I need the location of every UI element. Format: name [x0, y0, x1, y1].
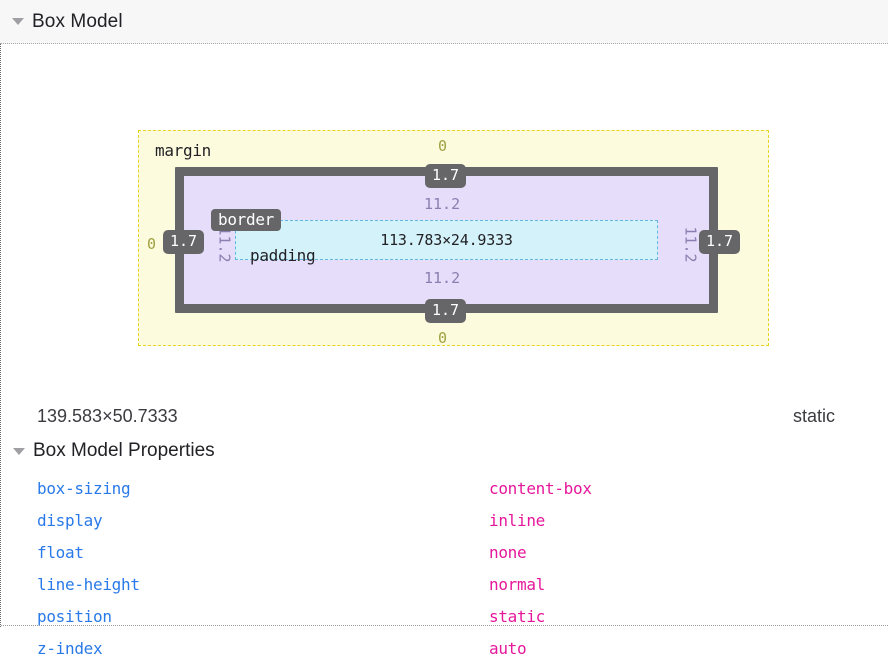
box-model-properties-title: Box Model Properties	[33, 440, 215, 461]
margin-bottom-value[interactable]: 0	[438, 329, 448, 347]
property-value[interactable]: content-box	[489, 478, 592, 498]
table-row[interactable]: position static	[1, 600, 888, 632]
border-right-value[interactable]: 1.7	[699, 230, 741, 254]
box-model-diagram: margin border padding 113.783×24.9333 0 …	[1, 44, 888, 354]
margin-region-label: margin	[155, 141, 211, 160]
element-position-label: static	[792, 405, 835, 426]
margin-left-value[interactable]: 0	[147, 235, 157, 253]
property-name: position	[37, 606, 112, 626]
box-model-panel-body: margin border padding 113.783×24.9333 0 …	[0, 44, 888, 658]
border-left-value[interactable]: 1.7	[163, 230, 205, 254]
property-name: box-sizing	[37, 478, 131, 498]
bottom-divider	[1, 625, 888, 626]
property-name: float	[37, 542, 84, 562]
element-size-label: 139.583×50.7333	[37, 405, 178, 426]
padding-left-value[interactable]: 11.2	[215, 226, 234, 263]
table-row[interactable]: line-height normal	[1, 568, 888, 600]
triangle-down-icon[interactable]	[12, 18, 24, 25]
border-top-value[interactable]: 1.7	[425, 164, 467, 188]
table-row[interactable]: z-index auto	[1, 632, 888, 664]
property-value[interactable]: none	[489, 542, 527, 562]
padding-top-value[interactable]: 11.2	[424, 195, 461, 213]
property-value[interactable]: normal	[489, 574, 545, 594]
border-region-label: border	[211, 209, 281, 231]
margin-top-value[interactable]: 0	[438, 137, 448, 155]
property-name: z-index	[37, 638, 103, 658]
table-row[interactable]: box-sizing content-box	[1, 472, 888, 504]
padding-region-label: padding	[250, 246, 316, 265]
padding-region[interactable]: padding 113.783×24.9333	[184, 176, 709, 304]
property-name: line-height	[37, 574, 140, 594]
page-title: Box Model	[32, 10, 123, 32]
table-row[interactable]: display inline	[1, 504, 888, 536]
box-model-panel-header[interactable]: Box Model	[0, 0, 888, 44]
box-model-properties-list: box-sizing content-box display inline fl…	[1, 472, 888, 664]
content-size-label: 113.783×24.9333	[380, 231, 513, 249]
box-model-properties-header[interactable]: Box Model Properties	[1, 440, 215, 462]
box-model-summary: 139.583×50.7333 static	[1, 396, 888, 436]
border-region[interactable]: border padding 113.783×24.9333	[175, 167, 718, 313]
property-name: display	[37, 510, 103, 530]
property-value[interactable]: inline	[489, 510, 545, 530]
padding-right-value[interactable]: 11.2	[681, 226, 700, 263]
border-bottom-value[interactable]: 1.7	[425, 299, 467, 323]
padding-bottom-value[interactable]: 11.2	[424, 269, 461, 287]
property-value[interactable]: auto	[489, 638, 527, 658]
triangle-down-icon[interactable]	[13, 447, 25, 455]
table-row[interactable]: float none	[1, 536, 888, 568]
property-value[interactable]: static	[489, 606, 545, 626]
content-region[interactable]: 113.783×24.9333	[235, 220, 658, 260]
